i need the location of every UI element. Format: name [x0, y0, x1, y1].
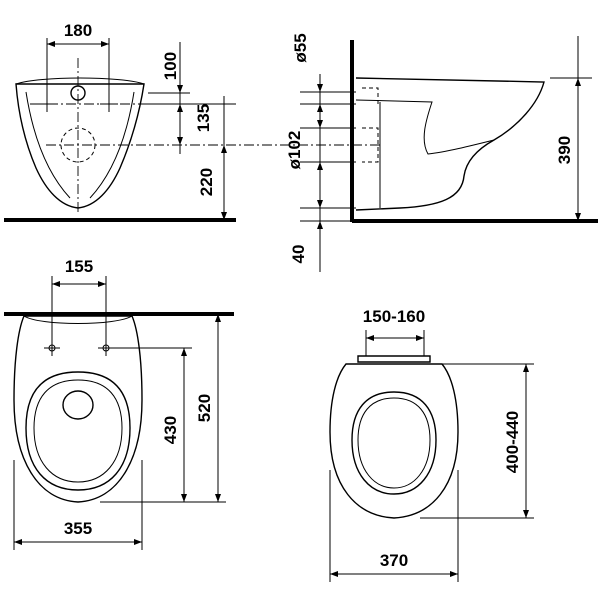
side-body-outline — [355, 77, 545, 211]
side-view: ø55 ø102 40 390 — [285, 33, 598, 272]
seat-hinge-bar — [357, 355, 431, 363]
front-inner-line-right — [89, 91, 135, 199]
front-bowl-outline — [15, 83, 145, 209]
top-rim-line — [23, 315, 133, 324]
seat-inner-opening — [351, 391, 437, 495]
dim-40: 40 — [289, 245, 308, 264]
seat-inner-opening-2 — [357, 397, 431, 489]
side-outlet-pipe — [362, 87, 379, 163]
dim-100: 100 — [161, 52, 180, 80]
dim-diameter-55: ø55 — [291, 33, 310, 62]
seat-view: 150-160 400-440 370 — [329, 307, 534, 582]
dim-400-440: 400-440 — [503, 411, 522, 473]
top-outer-outline — [13, 315, 143, 503]
top-drain-hole — [62, 390, 94, 420]
front-view: 180 100 135 220 — [4, 21, 380, 222]
dim-430: 430 — [161, 416, 180, 444]
front-rim-curve — [15, 77, 145, 85]
seat-outer-outline — [329, 363, 459, 519]
dim-220: 220 — [197, 168, 216, 196]
top-view: 155 430 520 355 — [4, 257, 234, 550]
front-inner-line — [25, 91, 71, 199]
dim-520: 520 — [195, 394, 214, 422]
dim-150-160: 150-160 — [363, 307, 425, 326]
side-inner-curve — [355, 99, 495, 155]
dim-180: 180 — [64, 21, 92, 40]
top-inner-bowl-2 — [33, 379, 123, 483]
dim-135: 135 — [194, 104, 213, 132]
dim-355: 355 — [64, 519, 92, 538]
top-inner-bowl — [25, 371, 131, 491]
dim-370: 370 — [380, 551, 408, 570]
top-left-bolt — [44, 340, 60, 356]
top-right-bolt — [98, 340, 114, 356]
dim-diameter-102: ø102 — [285, 131, 304, 170]
dim-390: 390 — [555, 136, 574, 164]
dim-155: 155 — [65, 257, 93, 276]
